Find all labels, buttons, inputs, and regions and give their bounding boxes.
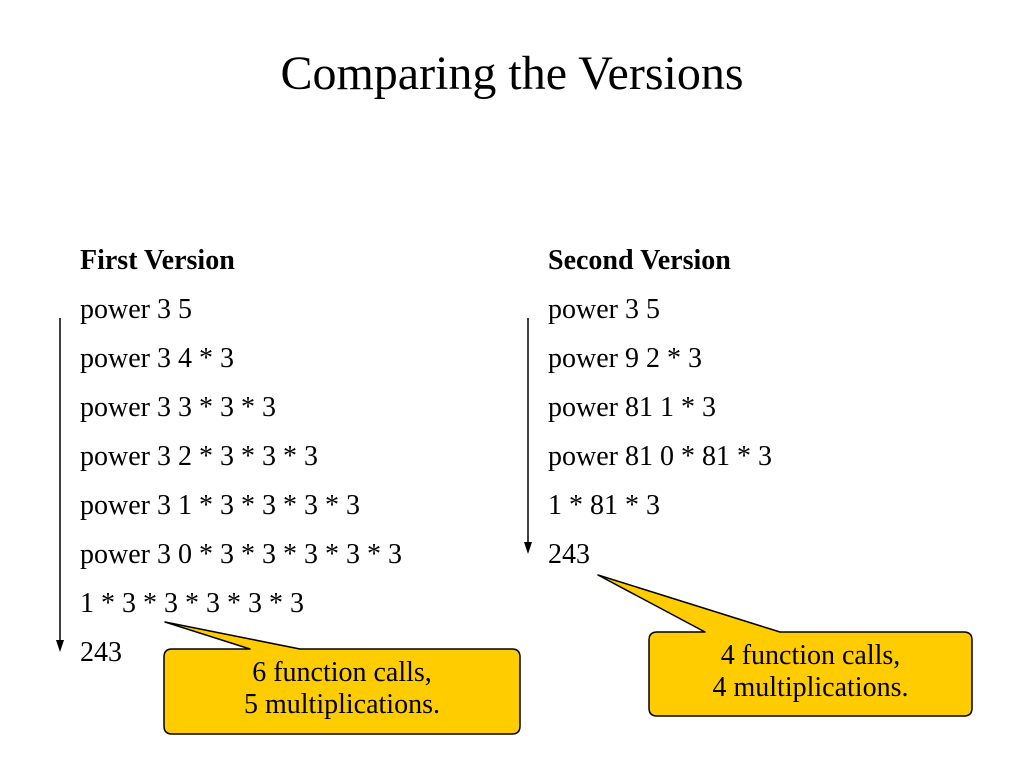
slide-title: Comparing the Versions — [280, 47, 744, 100]
second-version-line: power 3 5 — [548, 294, 660, 325]
first-version-line: power 3 0 * 3 * 3 * 3 * 3 * 3 — [80, 539, 402, 570]
first-version-heading: First Version — [80, 245, 235, 276]
first-version-callout-line2: 5 multiplications. — [244, 689, 440, 720]
first-version-callout-line1: 6 function calls, — [252, 657, 432, 688]
first-version-line: 1 * 3 * 3 * 3 * 3 * 3 — [80, 588, 304, 619]
first-version-line: power 3 5 — [80, 294, 192, 325]
second-version-column: Second Version power 3 5 power 9 2 * 3 p… — [548, 236, 772, 579]
first-version-line: power 3 2 * 3 * 3 * 3 — [80, 441, 318, 472]
second-version-line: power 9 2 * 3 — [548, 343, 702, 374]
first-version-column: First Version power 3 5 power 3 4 * 3 po… — [80, 236, 402, 677]
first-version-callout-bubble — [163, 621, 521, 735]
second-version-heading: Second Version — [548, 245, 731, 276]
second-version-line: 243 — [548, 539, 590, 570]
first-version-line: 243 — [80, 637, 122, 668]
second-version-line: power 81 1 * 3 — [548, 392, 716, 423]
second-version-line: power 81 0 * 81 * 3 — [548, 441, 772, 472]
first-version-line: power 3 3 * 3 * 3 — [80, 392, 276, 423]
first-version-line: power 3 4 * 3 — [80, 343, 234, 374]
second-version-callout-bubble — [597, 574, 973, 717]
second-version-callout: 4 function calls, 4 multiplications. — [649, 640, 972, 704]
first-version-line: power 3 1 * 3 * 3 * 3 * 3 — [80, 490, 360, 521]
second-version-callout-line2: 4 multiplications. — [712, 672, 909, 703]
second-version-callout-line1: 4 function calls, — [720, 640, 901, 671]
first-version-callout: 6 function calls, 5 multiplications. — [164, 657, 520, 721]
second-version-line: 1 * 81 * 3 — [548, 490, 660, 521]
